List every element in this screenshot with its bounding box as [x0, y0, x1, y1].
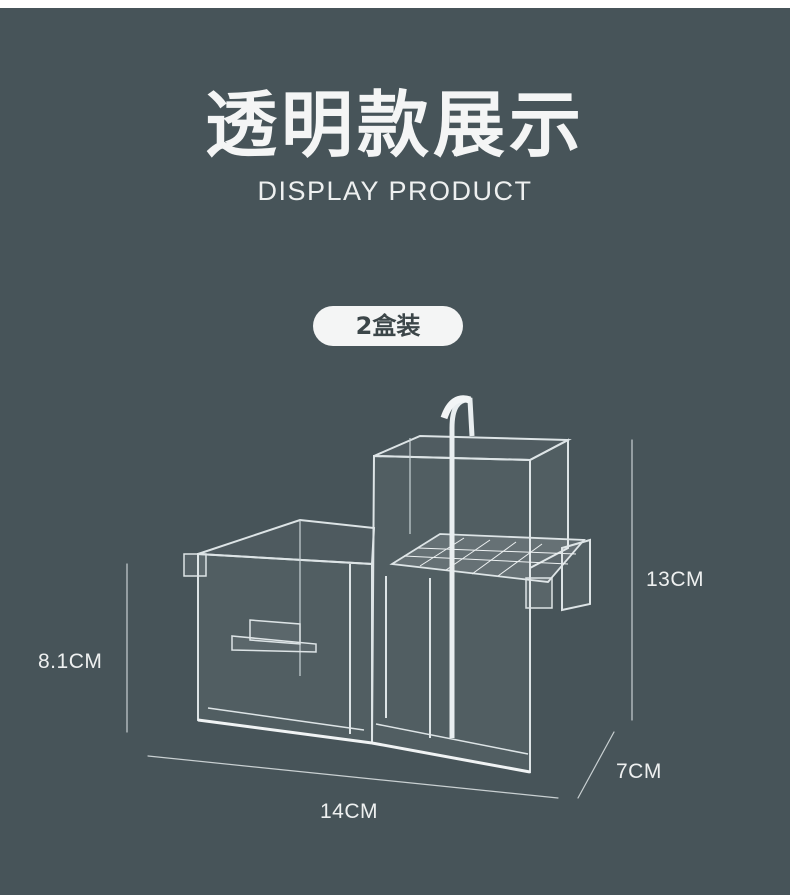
dimension-label-depth: 7CM [616, 760, 662, 783]
dimension-label-width: 14CM [320, 800, 379, 823]
left-box [183, 518, 376, 745]
product-display-canvas: 透明款展示 DISPLAY PRODUCT 2盒装 [0, 8, 790, 895]
dimension-label-height-left: 8.1CM [38, 650, 103, 673]
dimension-label-height-right: 13CM [646, 568, 705, 591]
page-subtitle: DISPLAY PRODUCT [257, 176, 533, 206]
page-title: 透明款展示 [204, 83, 585, 167]
package-badge: 2盒装 [313, 306, 463, 346]
right-box [370, 395, 591, 774]
dimension-line-depth [577, 731, 615, 799]
dimension-line-width [147, 755, 559, 799]
acrylic-box-illustration [126, 395, 633, 799]
